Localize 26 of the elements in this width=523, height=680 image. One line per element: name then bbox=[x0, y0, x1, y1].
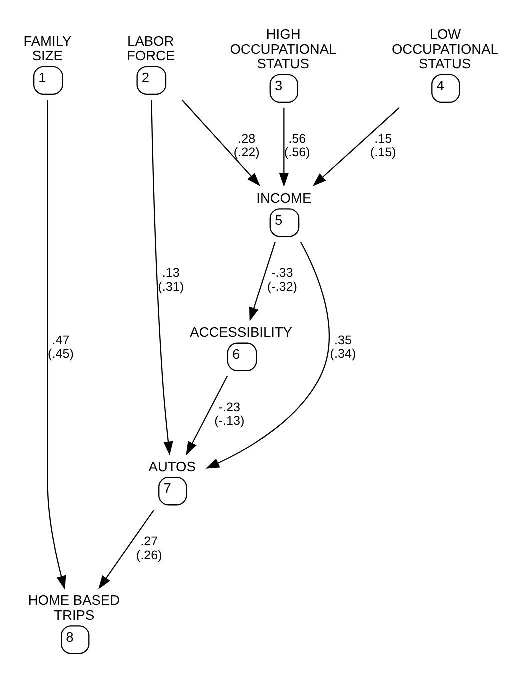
node-label: LOW OCCUPATIONAL STATUS bbox=[392, 26, 498, 72]
edge-label: .27 (.26) bbox=[136, 534, 162, 562]
arrow bbox=[312, 106, 400, 186]
arrow bbox=[250, 241, 276, 321]
node-label: HOME BASED TRIPS bbox=[28, 592, 120, 622]
arrow bbox=[186, 375, 228, 456]
edge-label: -.33 (-.32) bbox=[267, 266, 298, 294]
edge-label: .47 (.45) bbox=[48, 332, 74, 361]
arrow bbox=[151, 100, 174, 456]
node-label: AUTOS bbox=[148, 458, 196, 474]
node-label: LABOR FORCE bbox=[126, 33, 176, 64]
edge-label: -.23 (-.13) bbox=[214, 400, 245, 428]
node-label: HIGH OCCUPATIONAL STATUS bbox=[230, 26, 337, 72]
edge-label: .28 (.22) bbox=[234, 131, 260, 160]
node-label: ACCESSIBILITY bbox=[190, 324, 292, 340]
edge-label: .56 (.56) bbox=[284, 131, 310, 160]
node-label: FAMILY SIZE bbox=[24, 33, 72, 64]
arrow bbox=[182, 99, 261, 186]
arrow bbox=[206, 241, 330, 468]
node-label: INCOME bbox=[256, 190, 312, 206]
edge-label: .13 (.31) bbox=[158, 266, 184, 294]
arrow bbox=[279, 107, 289, 187]
edge-label: .35 (.34) bbox=[330, 332, 356, 361]
arrow bbox=[47, 100, 66, 590]
arrow bbox=[98, 510, 154, 590]
edge-label: .15 (.15) bbox=[370, 131, 396, 160]
